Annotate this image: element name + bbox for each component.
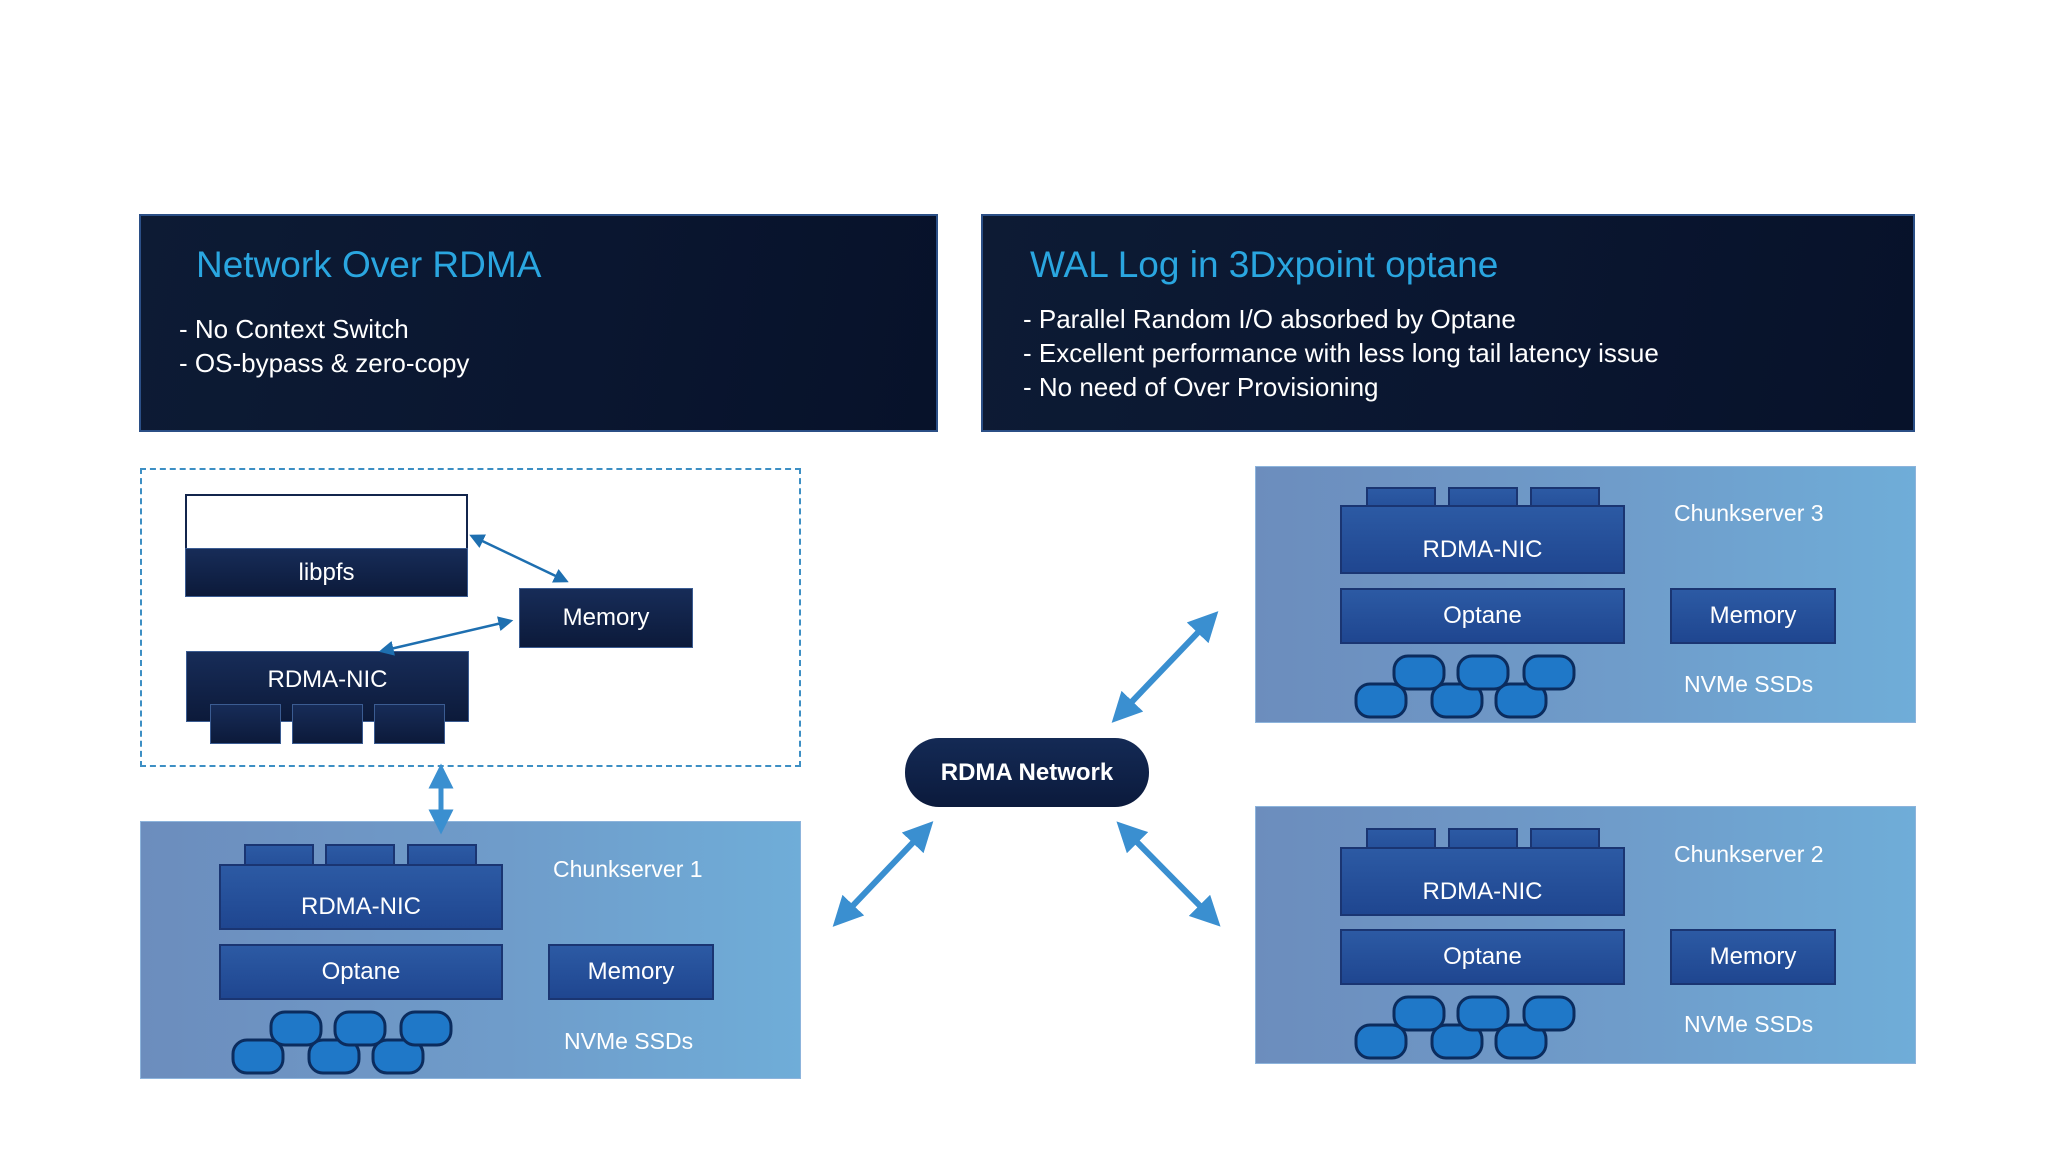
optane-label: Optane bbox=[1443, 602, 1522, 629]
memory-box: Memory bbox=[548, 944, 714, 1000]
memory-label: Memory bbox=[587, 958, 675, 985]
rdma-nic-box: RDMA-NIC bbox=[1340, 847, 1625, 916]
rdma-network-label: RDMA Network bbox=[940, 758, 1114, 786]
optane-box: Optane bbox=[1340, 929, 1625, 985]
nic-port bbox=[374, 704, 445, 744]
chunkserver-1-panel: RDMA-NIC Optane Memory Chunkserver 1 NVM… bbox=[140, 821, 801, 1079]
optane-box: Optane bbox=[1340, 588, 1625, 644]
bullet-item: - No need of Over Provisioning bbox=[1023, 372, 1379, 402]
chunkserver-name: Chunkserver 3 bbox=[1674, 500, 1824, 526]
network-over-rdma-panel: Network Over RDMA - No Context Switch - … bbox=[139, 214, 938, 432]
memory-label: Memory bbox=[1709, 943, 1797, 970]
arrow-memory-rdma-nic bbox=[378, 616, 514, 656]
nvme-ssds-label: NVMe SSDs bbox=[1684, 671, 1814, 697]
rdma-nic-label: RDMA-NIC bbox=[1422, 877, 1543, 905]
memory-label: Memory bbox=[562, 604, 650, 631]
client-memory-box: Memory bbox=[519, 588, 693, 648]
optane-box: Optane bbox=[219, 944, 503, 1000]
nvme-ssds-icon bbox=[1354, 654, 1576, 719]
panel-title: WAL Log in 3Dxpoint optane bbox=[1030, 244, 1499, 285]
rdma-nic-box: RDMA-NIC bbox=[219, 864, 503, 930]
bullet-item: - OS-bypass & zero-copy bbox=[179, 348, 470, 378]
arrow-network-chunkserver-2 bbox=[1116, 821, 1221, 927]
arrow-libpfs-memory bbox=[469, 534, 569, 583]
nic-port bbox=[210, 704, 281, 744]
panel-title: Network Over RDMA bbox=[196, 244, 542, 285]
rdma-nic-label: RDMA-NIC bbox=[301, 893, 421, 920]
nic-port bbox=[292, 704, 363, 744]
chunkserver-2-panel: RDMA-NIC Optane Memory Chunkserver 2 NVM… bbox=[1255, 806, 1916, 1064]
bullet-item: - Excellent performance with less long t… bbox=[1023, 338, 1659, 368]
rdma-nic-label: RDMA-NIC bbox=[1422, 535, 1543, 563]
arrow-network-chunkserver-1 bbox=[832, 821, 934, 927]
arrow-network-chunkserver-3 bbox=[1111, 611, 1219, 723]
chunkserver-3-panel: RDMA-NIC Optane Memory Chunkserver 3 NVM… bbox=[1255, 466, 1916, 723]
nvme-ssds-icon bbox=[231, 1010, 453, 1075]
memory-label: Memory bbox=[1709, 602, 1797, 629]
rdma-nic-box: RDMA-NIC bbox=[1340, 505, 1625, 574]
nvme-ssds-label: NVMe SSDs bbox=[564, 1028, 694, 1054]
libpfs-label: libpfs bbox=[298, 558, 355, 586]
nvme-ssds-label: NVMe SSDs bbox=[1684, 1011, 1814, 1037]
chunkserver-name: Chunkserver 1 bbox=[553, 856, 703, 882]
optane-label: Optane bbox=[1443, 943, 1522, 970]
bullet-item: - Parallel Random I/O absorbed by Optane bbox=[1023, 304, 1516, 334]
nvme-ssds-icon bbox=[1354, 995, 1576, 1060]
libpfs-box: libpfs bbox=[185, 548, 468, 597]
optane-label: Optane bbox=[321, 958, 401, 985]
memory-box: Memory bbox=[1670, 929, 1836, 985]
rdma-nic-label: RDMA-NIC bbox=[267, 666, 388, 693]
bullet-item: - No Context Switch bbox=[179, 314, 409, 344]
chunkserver-name: Chunkserver 2 bbox=[1674, 841, 1824, 867]
memory-box: Memory bbox=[1670, 588, 1836, 644]
wal-log-panel: WAL Log in 3Dxpoint optane - Parallel Ra… bbox=[981, 214, 1915, 432]
rdma-network-node: RDMA Network bbox=[905, 738, 1149, 807]
